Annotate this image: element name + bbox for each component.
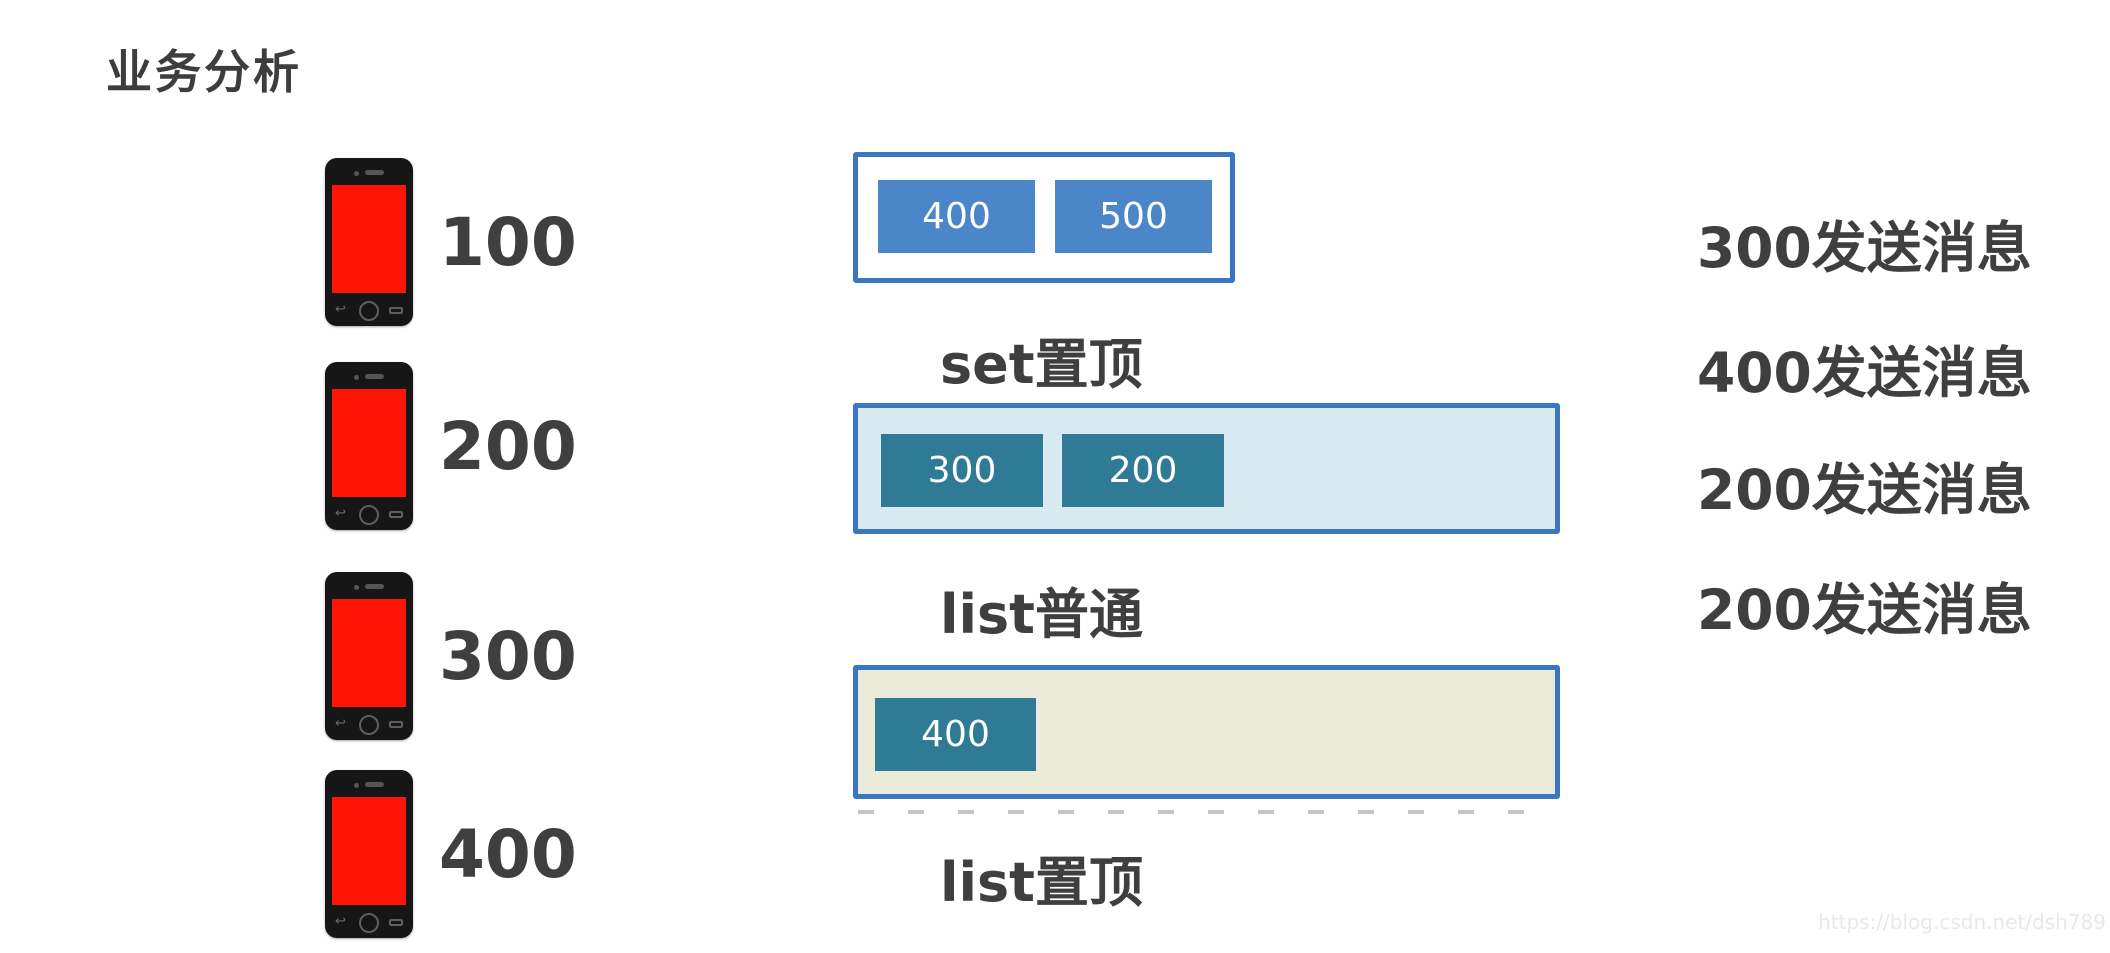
phone-back-icon: ↩ bbox=[335, 506, 346, 521]
phone-speaker-icon bbox=[365, 374, 384, 379]
phone-back-icon: ↩ bbox=[335, 302, 346, 317]
phone-icon: ↩ bbox=[325, 572, 413, 740]
phone-home-button-icon bbox=[359, 505, 379, 525]
chip-value: 300 bbox=[881, 434, 1043, 507]
phone-screen bbox=[332, 599, 406, 707]
chip-value: 400 bbox=[878, 180, 1035, 253]
page-title: 业务分析 bbox=[106, 45, 302, 99]
container-label-set-top: set置顶 bbox=[940, 333, 1143, 396]
phone-label: 200 bbox=[439, 407, 577, 485]
phone-back-icon: ↩ bbox=[335, 716, 346, 731]
phone-camera-icon bbox=[354, 171, 359, 176]
phone-menu-icon bbox=[389, 721, 403, 728]
phone-speaker-icon bbox=[365, 782, 384, 787]
phone-camera-icon bbox=[354, 585, 359, 590]
phone-label: 100 bbox=[439, 203, 577, 281]
phone-back-icon: ↩ bbox=[335, 914, 346, 929]
container-label-list-normal: list普通 bbox=[940, 583, 1143, 646]
phone-menu-icon bbox=[389, 919, 403, 926]
phone-icon: ↩ bbox=[325, 362, 413, 530]
message-line: 300发送消息 bbox=[1697, 216, 2032, 280]
message-line: 400发送消息 bbox=[1697, 341, 2032, 405]
phone-row: ↩ 100 bbox=[325, 158, 577, 326]
chip-value: 500 bbox=[1055, 180, 1212, 253]
chip-value: 400 bbox=[875, 698, 1036, 771]
phone-label: 300 bbox=[439, 617, 577, 695]
message-line: 200发送消息 bbox=[1697, 578, 2032, 642]
container-set-top: 400 500 bbox=[853, 152, 1235, 283]
phone-screen bbox=[332, 389, 406, 497]
phone-row: ↩ 400 bbox=[325, 770, 577, 938]
phone-icon: ↩ bbox=[325, 770, 413, 938]
phone-screen bbox=[332, 797, 406, 905]
watermark: https://blog.csdn.net/dsh789 bbox=[1818, 910, 2106, 934]
container-list-normal: 300 200 bbox=[853, 403, 1560, 534]
container-label-list-top: list置顶 bbox=[940, 851, 1143, 914]
phone-speaker-icon bbox=[365, 584, 384, 589]
message-line: 200发送消息 bbox=[1697, 458, 2032, 522]
phone-speaker-icon bbox=[365, 170, 384, 175]
phone-home-button-icon bbox=[359, 715, 379, 735]
phone-row: ↩ 200 bbox=[325, 362, 577, 530]
dashed-divider bbox=[858, 810, 1556, 814]
phone-menu-icon bbox=[389, 307, 403, 314]
phone-home-button-icon bbox=[359, 301, 379, 321]
phone-screen bbox=[332, 185, 406, 293]
phone-home-button-icon bbox=[359, 913, 379, 933]
phone-label: 400 bbox=[439, 815, 577, 893]
phone-row: ↩ 300 bbox=[325, 572, 577, 740]
container-list-top: 400 bbox=[853, 665, 1560, 799]
phone-camera-icon bbox=[354, 783, 359, 788]
chip-value: 200 bbox=[1062, 434, 1224, 507]
phone-icon: ↩ bbox=[325, 158, 413, 326]
phone-menu-icon bbox=[389, 511, 403, 518]
phone-camera-icon bbox=[354, 375, 359, 380]
